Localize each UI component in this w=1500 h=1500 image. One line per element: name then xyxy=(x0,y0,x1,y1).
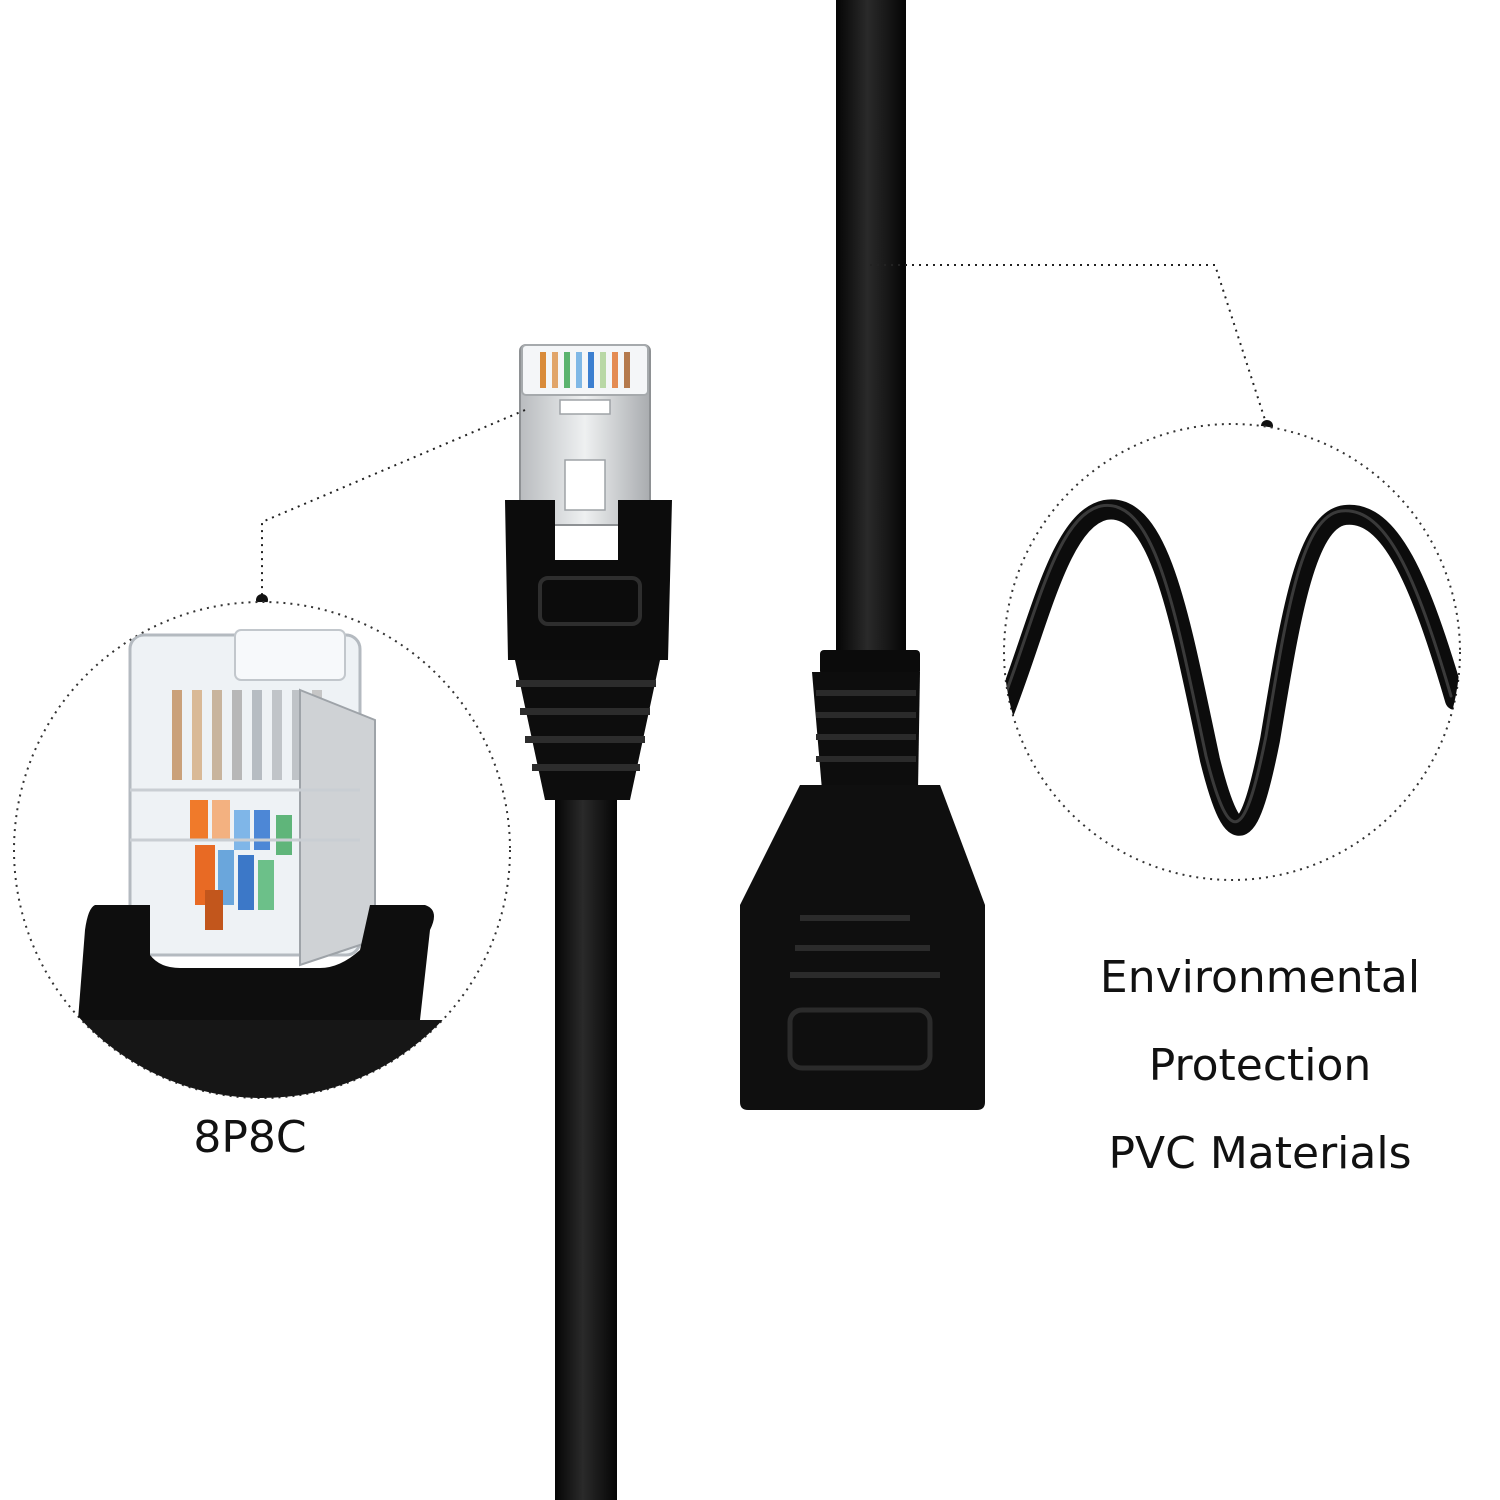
connector-closeup-icon xyxy=(13,601,511,1099)
leader-line-right xyxy=(870,264,1268,427)
material-label-line-3: PVC Materials xyxy=(1108,1128,1412,1179)
material-label-line-2: Protection xyxy=(1148,1040,1372,1091)
connector-type-label: 8P8C xyxy=(193,1112,307,1163)
rj45-male-plug-icon xyxy=(505,344,672,800)
material-label-line-1: Environmental xyxy=(1099,952,1421,1003)
rj45-female-jack-icon xyxy=(740,650,985,1110)
female-cable xyxy=(836,0,906,660)
coiled-cable-closeup-icon xyxy=(1003,423,1461,881)
leader-line-left xyxy=(261,409,526,600)
male-cable xyxy=(555,790,617,1500)
